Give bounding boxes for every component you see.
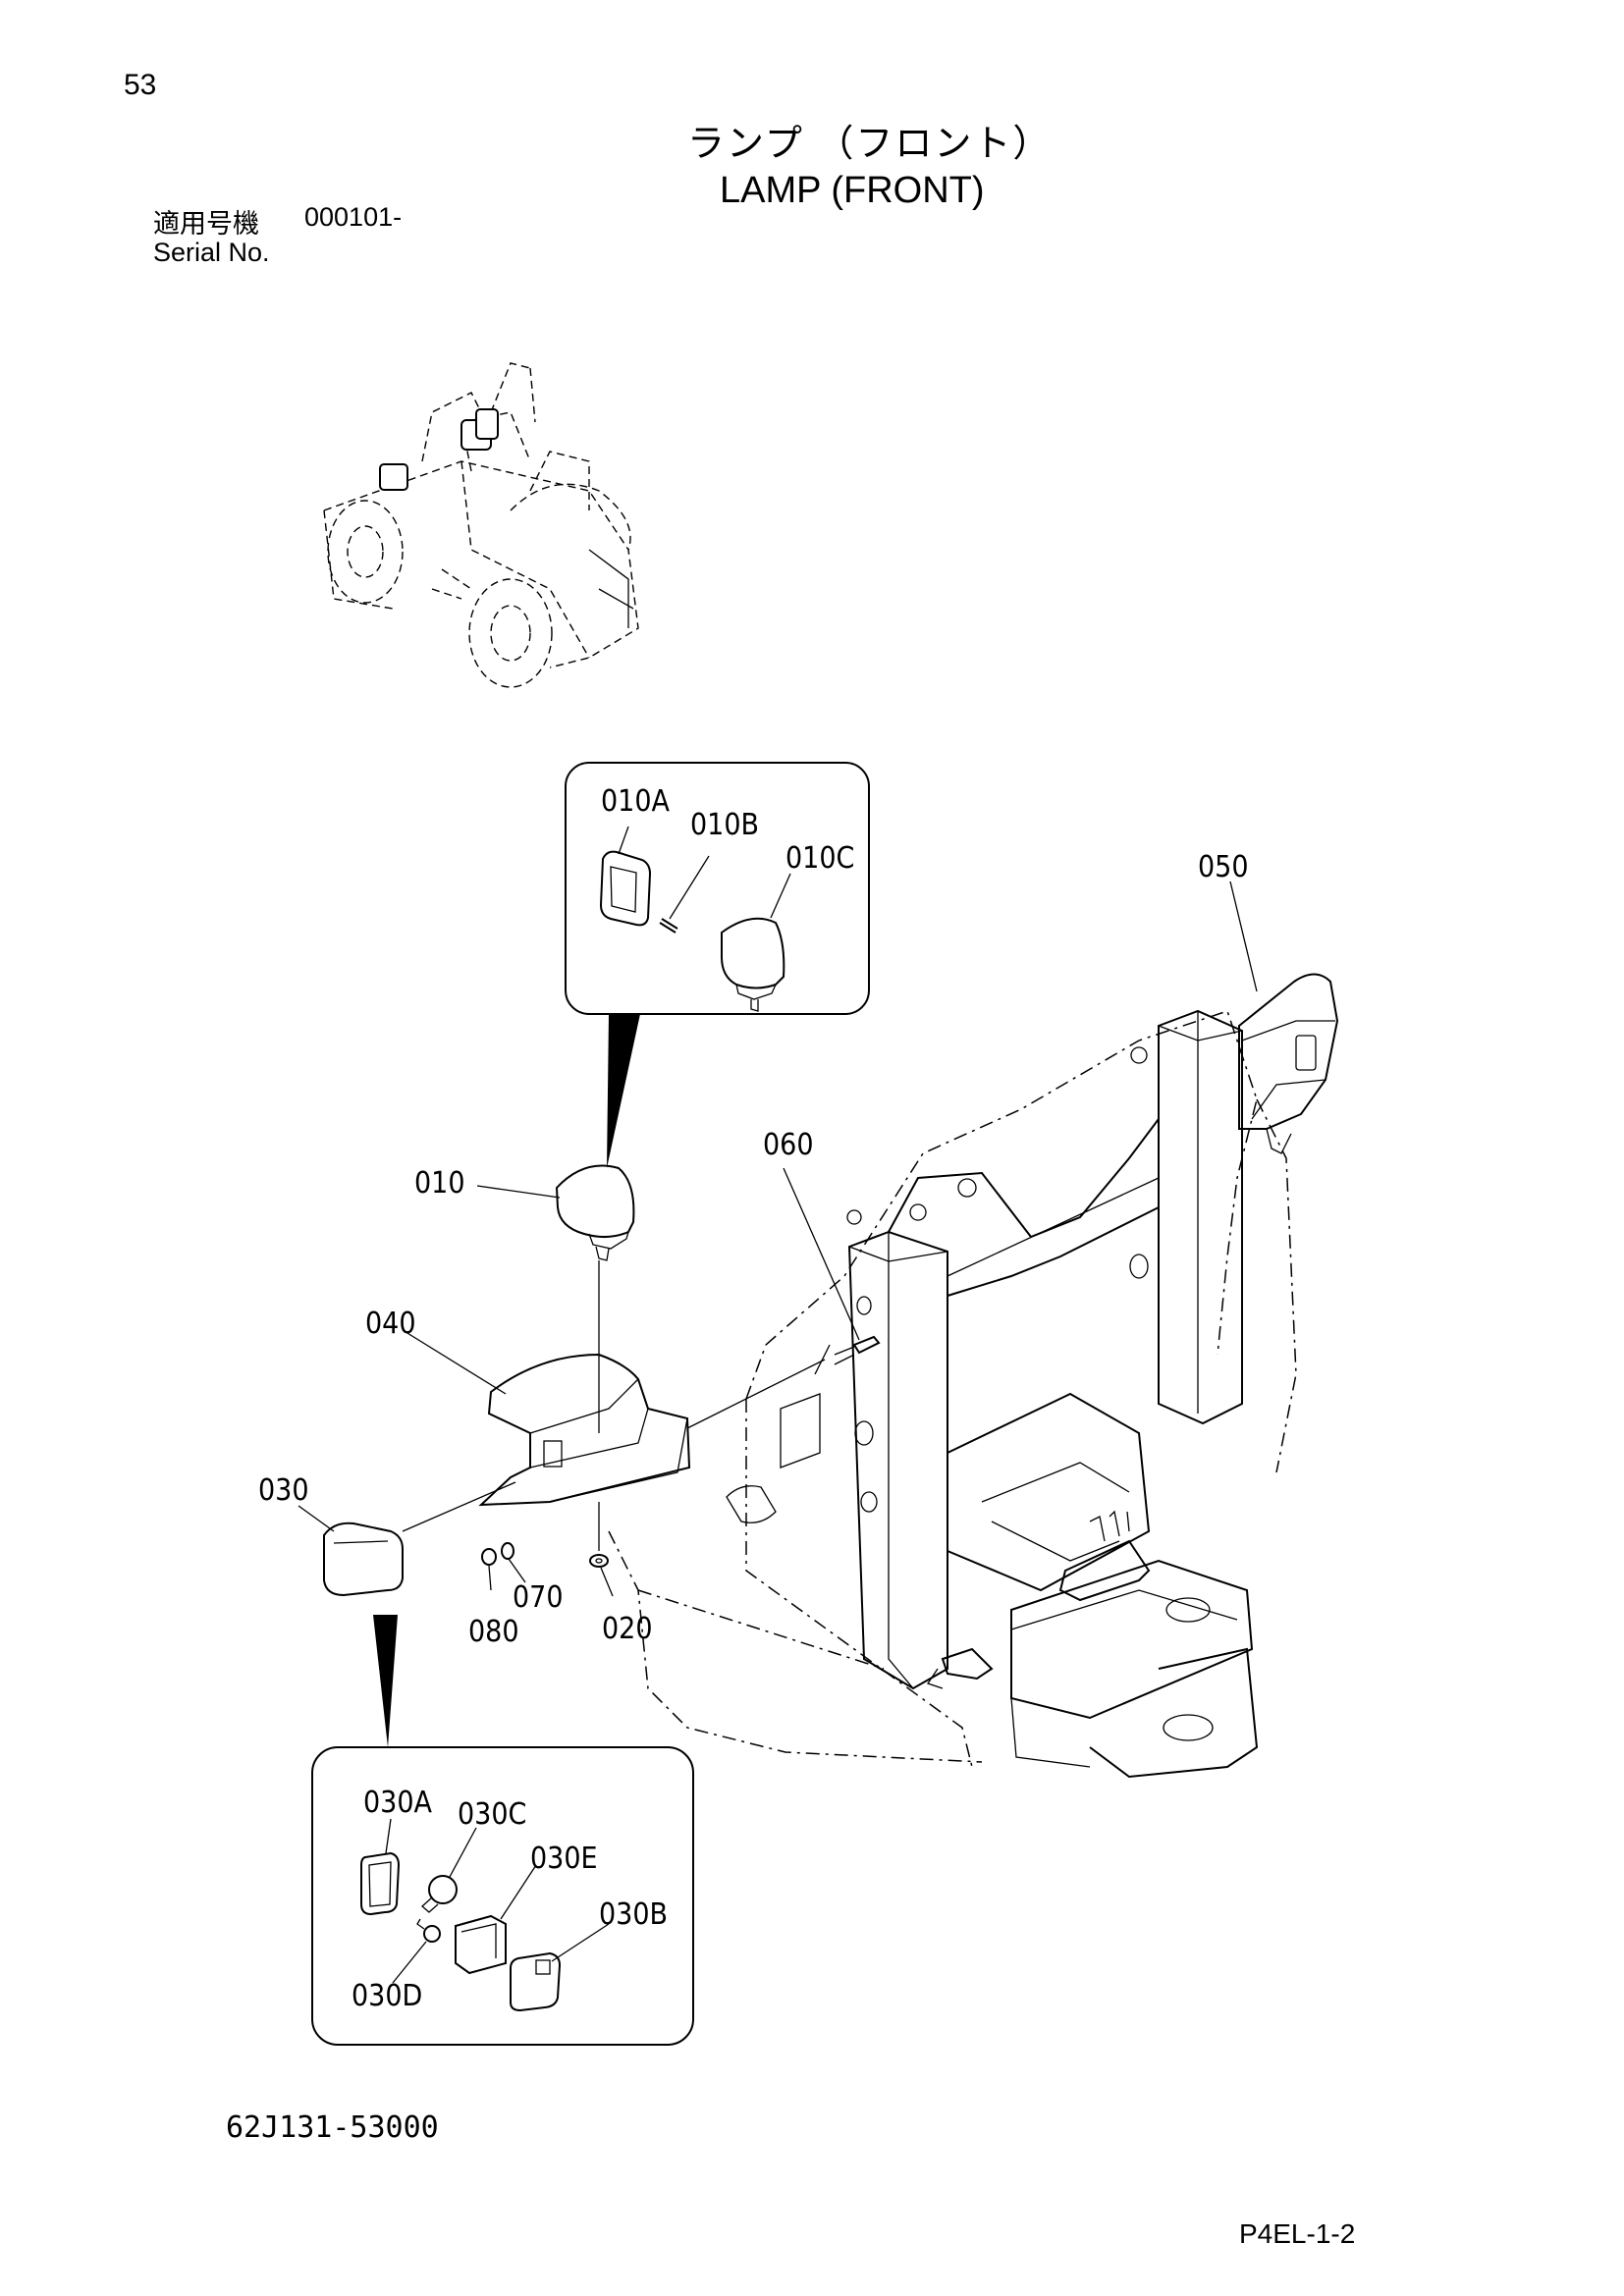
hardware-nuts-washers (481, 1542, 609, 1568)
lamp-050 (1238, 973, 1339, 1154)
part-label-030: 030 (258, 1473, 309, 1508)
part-label-030A: 030A (363, 1786, 433, 1820)
part-label-030B: 030B (599, 1897, 668, 1932)
bolt-060 (686, 1335, 881, 1429)
part-label-060: 060 (763, 1128, 814, 1162)
lamp-bracket-040 (478, 1353, 691, 1551)
machine-frame (608, 1009, 1297, 1779)
page-title-japanese: ランプ （フロント） (687, 124, 1053, 165)
part-label-010A: 010A (601, 784, 671, 819)
part-label-010B: 010B (690, 808, 759, 842)
part-label-030E: 030E (530, 1842, 598, 1876)
part-number-labels: 010A 010B 010C 050 060 010 040 030 070 0… (258, 784, 1249, 2013)
part-label-050: 050 (1198, 850, 1249, 884)
machine-overview-illustration (323, 362, 639, 688)
serial-number-range: 000101- (304, 202, 403, 232)
serial-label-english: Serial No. (153, 238, 270, 267)
part-label-010C: 010C (785, 841, 854, 876)
page-title-english: LAMP (FRONT) (720, 170, 985, 211)
lamp-030-detail-box (311, 1746, 694, 2046)
page-code: P4EL-1-2 (1239, 2218, 1356, 2249)
lamp-010 (555, 1164, 635, 1433)
part-label-010: 010 (414, 1166, 465, 1201)
page-number: 53 (124, 69, 157, 101)
serial-label-japanese: 適用号機 (153, 209, 259, 239)
drawing-number: 62J131-53000 (226, 2110, 439, 2145)
lamp-030 (323, 1481, 516, 1747)
leader-lines (298, 826, 1258, 1984)
part-label-020: 020 (602, 1612, 653, 1646)
part-label-080: 080 (468, 1615, 519, 1649)
lamp-010-detail-box (565, 762, 870, 1168)
part-label-030C: 030C (458, 1797, 526, 1832)
part-label-040: 040 (365, 1307, 416, 1341)
part-label-030D: 030D (352, 1979, 422, 2013)
part-label-070: 070 (513, 1580, 564, 1615)
